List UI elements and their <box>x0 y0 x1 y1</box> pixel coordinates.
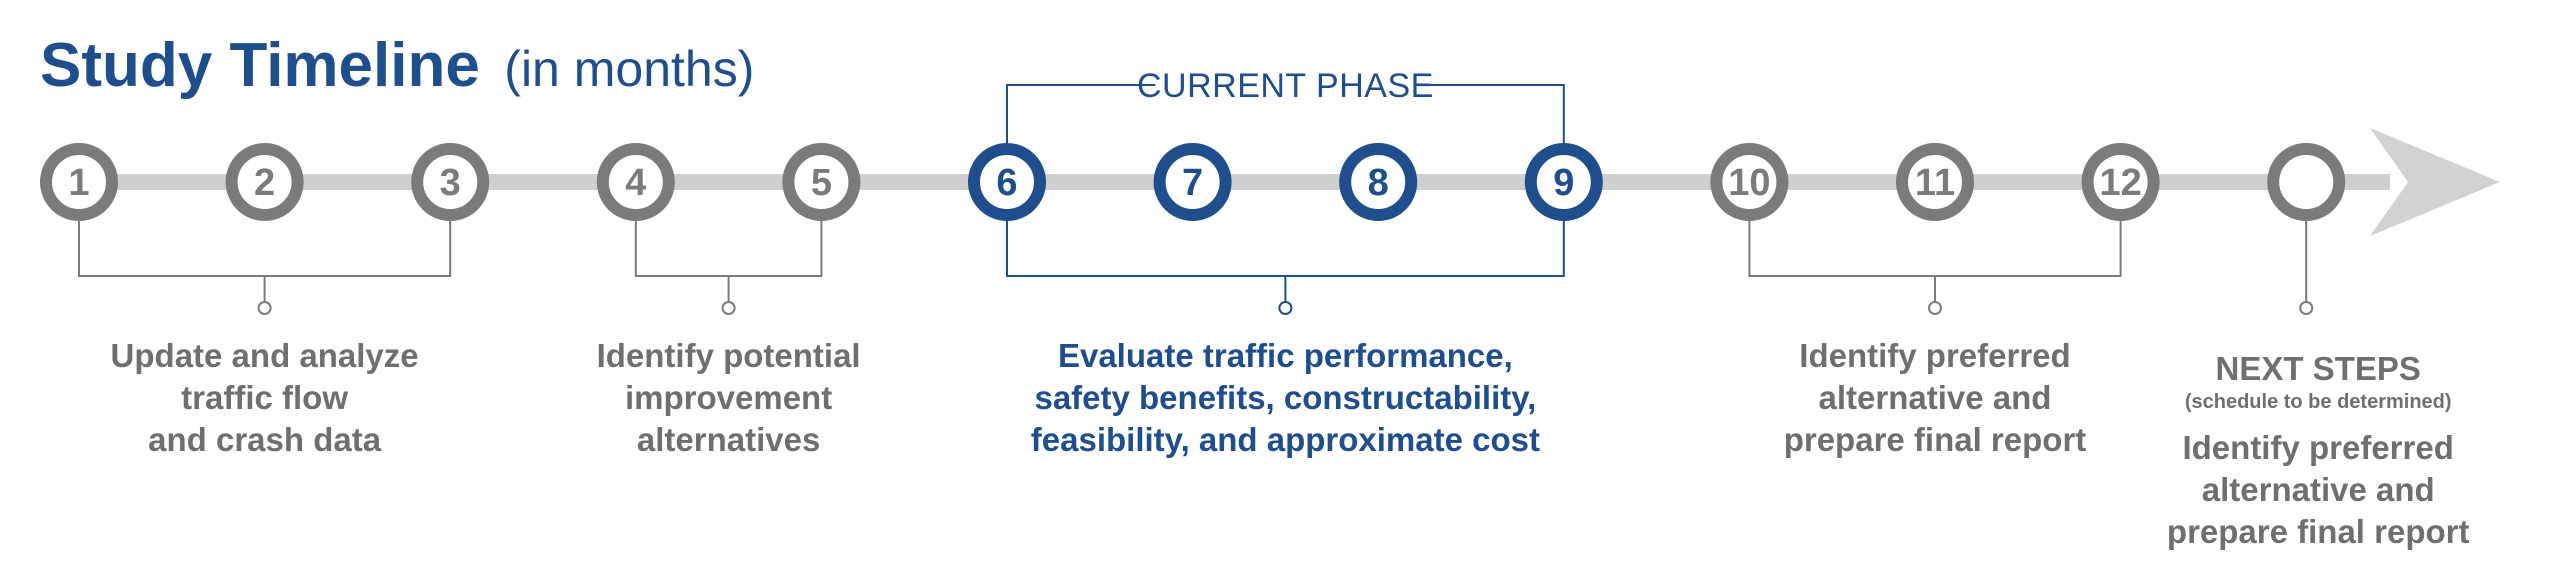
title-main: Study Timeline <box>40 31 480 100</box>
month-circle-icon <box>1710 143 1789 221</box>
timeline-arrowhead-icon <box>2370 128 2500 236</box>
phase-bracket <box>78 219 452 315</box>
month-marker: 4 <box>596 143 675 221</box>
month-number: 9 <box>1553 162 1574 204</box>
month-marker: 9 <box>1524 143 1603 221</box>
month-marker: 7 <box>1153 143 1232 221</box>
phase-description-line: Identify potential <box>597 337 861 374</box>
month-marker: 2 <box>225 143 304 221</box>
phase-description-line: alternative and <box>1819 379 2052 416</box>
month-number: 1 <box>68 162 89 204</box>
month-circle-icon <box>782 143 861 221</box>
month-number: 8 <box>1368 162 1389 204</box>
month-number: 6 <box>996 162 1017 204</box>
phase-bracket <box>1748 219 2122 315</box>
month-circle-icon <box>40 143 118 221</box>
phase-bracket-dot-icon <box>1278 301 1293 315</box>
phase-bracket-line <box>78 219 452 277</box>
month-marker: 8 <box>1339 143 1418 221</box>
phase-description-line: safety benefits, constructability, <box>1034 379 1536 416</box>
month-number: 5 <box>811 162 832 204</box>
month-marker: 1 <box>40 143 118 221</box>
phase-description-line: alternatives <box>637 421 820 458</box>
month-circle-icon <box>1339 143 1418 221</box>
month-circle-icon <box>1896 143 1974 221</box>
phase-description-line: Evaluate traffic performance, <box>1058 337 1513 374</box>
month-circle-icon <box>2081 143 2160 221</box>
month-number: 2 <box>254 162 275 204</box>
phase-description-line: traffic flow <box>181 379 348 416</box>
month-circle-icon <box>596 143 675 221</box>
month-number: 7 <box>1182 162 1203 204</box>
month-marker <box>2267 143 2346 221</box>
current-phase-bracket-left <box>1006 84 1156 145</box>
month-circle-icon <box>225 143 304 221</box>
current-phase-label: CURRENT PHASE <box>1137 67 1434 105</box>
phase-descriptions: Update and analyze traffic flow and crash … <box>111 337 2087 458</box>
phase-description-line: and crash data <box>148 421 382 458</box>
phase-description-line: improvement <box>625 379 832 416</box>
month-circle-icon <box>968 143 1046 221</box>
month-number: 10 <box>1728 162 1770 204</box>
month-number: 4 <box>625 162 646 204</box>
month-circle-icon <box>1153 143 1232 221</box>
next-steps-section: NEXT STEPS (schedule to be determined) I… <box>2167 219 2470 550</box>
phase-bracket <box>1006 219 1565 315</box>
phase-brackets <box>78 219 2122 315</box>
phase-bracket-dot-icon <box>257 301 272 315</box>
next-steps-heading: NEXT STEPS <box>2216 350 2421 387</box>
phase-description-line: feasibility, and approximate cost <box>1031 421 1540 458</box>
month-circle-icon <box>1524 143 1603 221</box>
phase-bracket-line <box>1748 219 2122 277</box>
month-marker: 3 <box>411 143 490 221</box>
current-phase-bracket: CURRENT PHASE <box>1006 67 1565 145</box>
next-steps-line: prepare final report <box>2167 513 2470 550</box>
month-circle-icon <box>411 143 490 221</box>
month-number: 11 <box>1915 162 1955 204</box>
phase-bracket <box>634 219 823 315</box>
month-marker: 10 <box>1710 143 1789 221</box>
phase-description-line: Update and analyze <box>111 337 419 374</box>
next-steps-line: alternative and <box>2202 471 2435 508</box>
page-title: Study Timeline (in months) <box>40 31 754 100</box>
month-number: 12 <box>2099 162 2141 204</box>
current-phase-bracket-right <box>1415 84 1565 145</box>
next-steps-subheading: (schedule to be determined) <box>2185 391 2452 413</box>
next-steps-dot-icon <box>2299 301 2314 315</box>
title-subtitle: (in months) <box>504 41 754 97</box>
next-steps-line: Identify preferred <box>2182 429 2453 466</box>
month-number: 3 <box>440 162 461 204</box>
phase-bracket-dot-icon <box>1928 301 1942 315</box>
month-circle-icon <box>2267 143 2346 221</box>
phase-description-line: Identify preferred <box>1799 337 2070 374</box>
phase-description-line: prepare final report <box>1784 421 2087 458</box>
phase-bracket-dot-icon <box>721 301 736 315</box>
month-marker: 5 <box>782 143 861 221</box>
month-marker: 6 <box>968 143 1046 221</box>
phase-bracket-line <box>634 219 823 277</box>
phase-bracket-line <box>1006 219 1565 277</box>
month-marker: 11 <box>1896 143 1974 221</box>
month-marker: 12 <box>2081 143 2160 221</box>
